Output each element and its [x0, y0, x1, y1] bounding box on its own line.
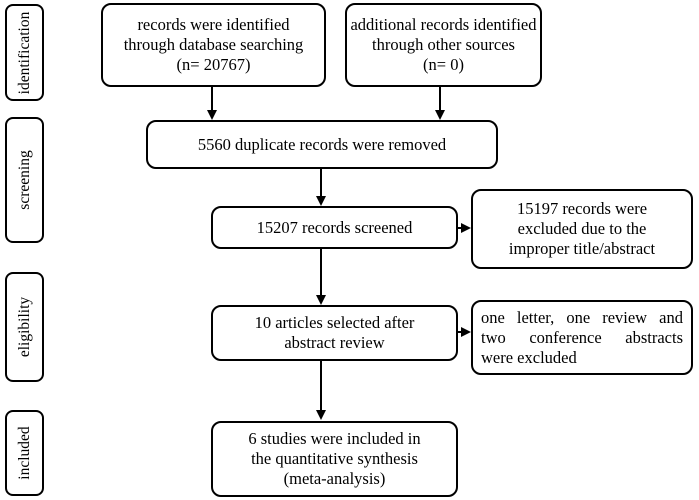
- excluded-other-box: one letter, one review and two conferenc…: [471, 300, 693, 375]
- box-line: one letter, one review and: [481, 307, 683, 327]
- box-line: 6 studies were included in: [248, 429, 421, 448]
- database-records-box: records were identified through database…: [101, 3, 326, 87]
- box-line: through other sources: [372, 35, 515, 54]
- box-line: 10 articles selected after: [254, 313, 415, 332]
- stage-identification-label: identification: [15, 11, 33, 94]
- duplicates-removed-box: 5560 duplicate records were removed: [146, 120, 498, 169]
- records-screened-box: 15207 records screened: [211, 206, 458, 249]
- stage-identification: identification: [5, 4, 44, 101]
- box-line: records were identified: [137, 15, 290, 34]
- box-line: 15207 records screened: [256, 217, 413, 237]
- stage-screening-label: screening: [15, 150, 33, 210]
- box-line: 5560 duplicate records were removed: [197, 134, 447, 154]
- other-sources-box: additional records identified through ot…: [345, 3, 542, 87]
- box-line: excluded due to the: [517, 219, 647, 238]
- box-line: improper title/abstract: [508, 239, 656, 258]
- stage-eligibility-label: eligibility: [15, 296, 33, 358]
- stage-eligibility: eligibility: [5, 272, 44, 382]
- box-line: (meta-analysis): [283, 469, 386, 488]
- box-line: (n= 20767): [176, 55, 251, 74]
- box-line: two conference abstracts: [481, 327, 683, 347]
- stage-screening: screening: [5, 117, 44, 243]
- box-line: were excluded: [481, 347, 577, 367]
- box-line: 15197 records were: [516, 199, 648, 218]
- excluded-title-abstract-box: 15197 records were excluded due to the i…: [471, 189, 693, 269]
- box-line: additional records identified: [350, 15, 537, 34]
- stage-included: included: [5, 410, 44, 496]
- box-line: through database searching: [123, 35, 304, 54]
- studies-included-box: 6 studies were included in the quantitat…: [211, 421, 458, 497]
- articles-selected-box: 10 articles selected after abstract revi…: [211, 305, 458, 361]
- box-line: the quantitative synthesis: [251, 449, 418, 468]
- stage-included-label: included: [15, 426, 33, 480]
- box-line: abstract review: [284, 333, 385, 352]
- box-line: (n= 0): [423, 55, 464, 74]
